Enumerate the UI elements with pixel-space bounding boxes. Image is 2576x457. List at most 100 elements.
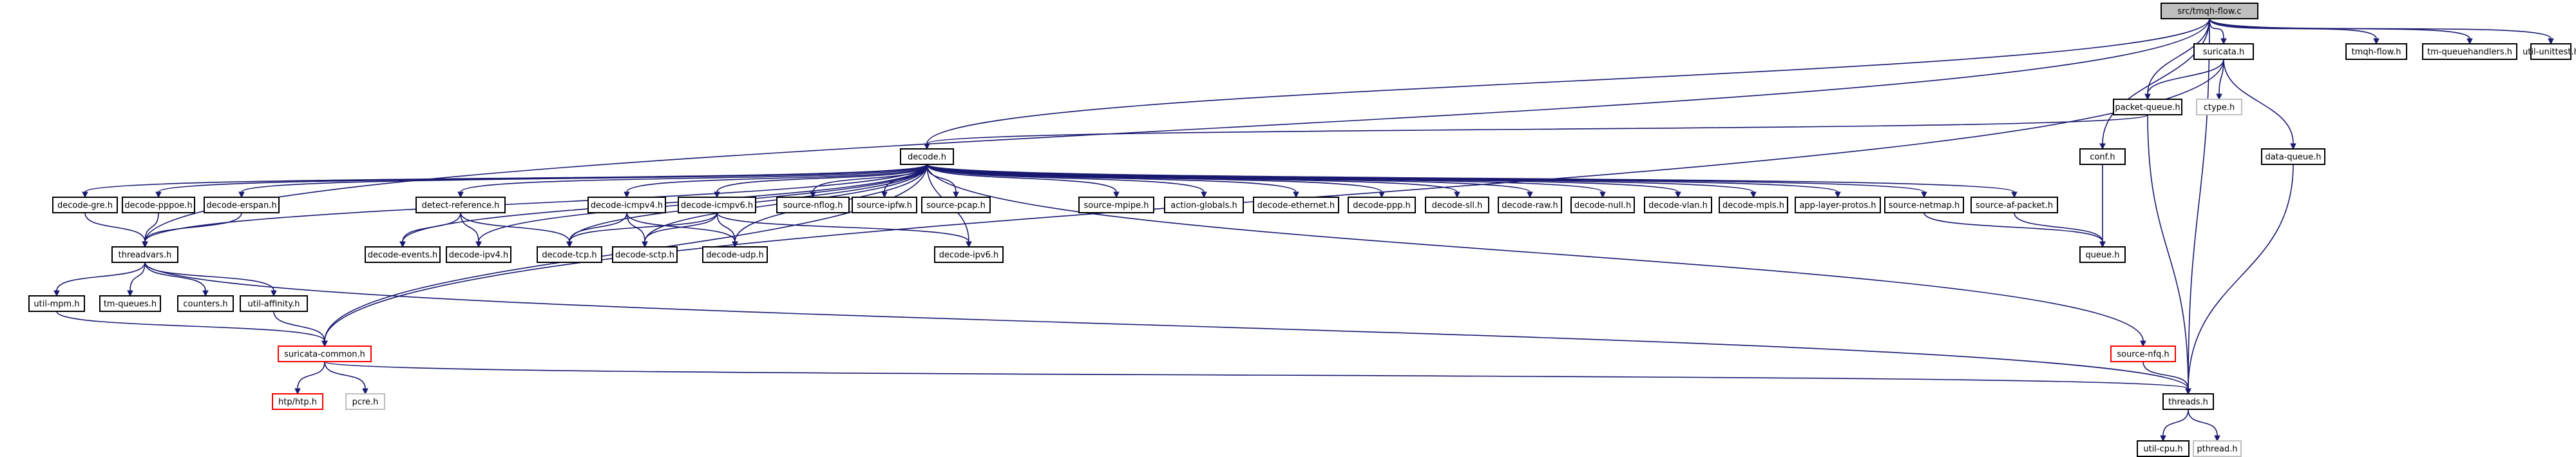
node-box <box>934 246 1004 263</box>
node-suricata-common-h[interactable]: suricata-common.h <box>278 345 372 362</box>
node-counters-h[interactable]: counters.h <box>177 295 234 312</box>
node-label: suricata-common.h <box>284 350 365 360</box>
node-decode-ipv4-h[interactable]: decode-ipv4.h <box>446 246 511 263</box>
edge-arrowhead <box>2185 388 2191 395</box>
node-label: pthread.h <box>2197 445 2237 454</box>
node-box <box>1644 197 1712 213</box>
node-box <box>99 295 161 312</box>
edge-decode_h-to-detect_reference_h <box>457 164 928 199</box>
node-decode-sctp-h[interactable]: decode-sctp.h <box>612 246 678 263</box>
node-box <box>2261 148 2325 165</box>
node-decode-raw-h[interactable]: decode-raw.h <box>1498 197 1562 213</box>
edge-arrowhead <box>2548 38 2554 45</box>
node-decode-udp-h[interactable]: decode-udp.h <box>702 246 768 263</box>
node-label: decode-icmpv4.h <box>591 201 663 211</box>
edge-arrowhead <box>1113 191 1120 199</box>
node-pcre-h[interactable]: pcre.h <box>345 393 385 410</box>
node-label: source-af-packet.h <box>1976 201 2053 211</box>
node-decode-mpls-h[interactable]: decode-mpls.h <box>1719 197 1788 213</box>
node-decode-icmpv6-h[interactable]: decode-icmpv6.h <box>678 197 756 213</box>
node-ctype-h[interactable]: ctype.h <box>2196 99 2242 115</box>
node-decode-events-h[interactable]: decode-events.h <box>365 246 441 263</box>
node-action-globals-h[interactable]: action-globals.h <box>1164 197 1244 213</box>
node-decode-ppp-h[interactable]: decode-ppp.h <box>1348 197 1416 213</box>
edge-decode_h-to-source_af_packet_h <box>926 164 2018 199</box>
node-source-ipfw-h[interactable]: source-ipfw.h <box>852 197 917 213</box>
edge-line <box>144 262 274 291</box>
node-decode-tcp-h[interactable]: decode-tcp.h <box>537 246 602 263</box>
node-decode-pppoe-h[interactable]: decode-pppoe.h <box>122 197 195 213</box>
edge-line <box>129 262 146 291</box>
node-label: util-affinity.h <box>248 300 300 309</box>
node-tm-queuehandlers-h[interactable]: tm-queuehandlers.h <box>2422 43 2517 60</box>
node-source-mpipe-h[interactable]: source-mpipe.h <box>1078 197 1154 213</box>
node-threadvars-h[interactable]: threadvars.h <box>111 246 178 263</box>
node-util-mpm-h[interactable]: util-mpm.h <box>28 295 85 312</box>
node-threads-h[interactable]: threads.h <box>2162 393 2214 410</box>
node-source-pcap-h[interactable]: source-pcap.h <box>921 197 991 213</box>
edge-line <box>144 262 2189 389</box>
node-decode-icmpv4-h[interactable]: decode-icmpv4.h <box>587 197 666 213</box>
edge-line <box>626 164 928 193</box>
edge-line <box>2147 114 2189 389</box>
node-decode-gre-h[interactable]: decode-gre.h <box>52 197 118 213</box>
node-label: decode-ethernet.h <box>1257 201 1335 211</box>
node-conf-h[interactable]: conf.h <box>2079 148 2126 165</box>
node-util-cpu-h[interactable]: util-cpu.h <box>2137 440 2190 457</box>
edge-arrowhead <box>810 191 816 199</box>
node-suricata-h[interactable]: suricata.h <box>2193 43 2254 60</box>
edge-line <box>402 212 461 242</box>
edge-line <box>56 262 146 291</box>
node-source-nfq-h[interactable]: source-nfq.h <box>2110 345 2176 362</box>
node-app-layer-protos-h[interactable]: app-layer-protos.h <box>1795 197 1881 213</box>
node-source-nflog-h[interactable]: source-nflog.h <box>776 197 850 213</box>
edge-arrowhead <box>2099 241 2106 248</box>
node-box <box>2079 246 2126 263</box>
node-packet-queue-h[interactable]: packet-queue.h <box>2113 99 2182 115</box>
edge-line <box>926 164 1382 193</box>
edge-arrowhead <box>2373 38 2380 45</box>
edge-line <box>56 311 325 342</box>
node-box <box>2196 99 2242 115</box>
node-util-unittest-h[interactable]: util-unittest.h <box>2523 43 2576 60</box>
node-decode-ipv6-h[interactable]: decode-ipv6.h <box>934 246 1004 263</box>
node-box <box>1719 197 1788 213</box>
edge-arrowhead <box>82 191 88 199</box>
node-htp-htp-h[interactable]: htp/htp.h <box>272 393 323 410</box>
node-box <box>2161 3 2258 19</box>
node-tmqh-flow-h[interactable]: tmqh-flow.h <box>2345 43 2407 60</box>
node-box <box>2422 43 2517 60</box>
edge-line <box>1923 212 2103 242</box>
node-decode-ethernet-h[interactable]: decode-ethernet.h <box>1253 197 1339 213</box>
node-pthread-h[interactable]: pthread.h <box>2193 440 2242 457</box>
node-box <box>678 197 756 213</box>
node-decode-h[interactable]: decode.h <box>900 148 954 165</box>
edge-source_af_packet_h-to-queue_h <box>2014 212 2106 248</box>
node-label: src/tmqh-flow.c <box>2177 7 2241 17</box>
edge-line <box>144 212 159 242</box>
node-decode-sll-h[interactable]: decode-sll.h <box>1425 197 1489 213</box>
node-decode-vlan-h[interactable]: decode-vlan.h <box>1644 197 1712 213</box>
edge-line <box>926 114 2148 144</box>
node-data-queue-h[interactable]: data-queue.h <box>2261 148 2325 165</box>
node-util-affinity-h[interactable]: util-affinity.h <box>240 295 308 312</box>
node-label: pcre.h <box>352 398 379 407</box>
edge-line <box>324 361 2189 389</box>
edge-line <box>84 212 146 242</box>
edge-line <box>2147 59 2224 95</box>
edge-threads_h-to-pthread_h <box>2188 409 2220 442</box>
node-decode-null-h[interactable]: decode-null.h <box>1570 197 1635 213</box>
node-box <box>2110 345 2176 362</box>
node-root[interactable]: src/tmqh-flow.c <box>2161 3 2258 19</box>
edge-arrowhead <box>321 340 328 347</box>
edge-root-to-tmqh_flow_h <box>2209 18 2380 45</box>
node-source-af-packet-h[interactable]: source-af-packet.h <box>1970 197 2058 213</box>
node-source-netmap-h[interactable]: source-netmap.h <box>1884 197 1964 213</box>
graph-edges <box>53 18 2554 442</box>
edge-arrowhead <box>1750 191 1757 199</box>
node-detect-reference-h[interactable]: detect-reference.h <box>415 197 506 213</box>
node-box <box>776 197 850 213</box>
node-tm-queues-h[interactable]: tm-queues.h <box>99 295 161 312</box>
node-decode-erspan-h[interactable]: decode-erspan.h <box>204 197 280 213</box>
node-queue-h[interactable]: queue.h <box>2079 246 2126 263</box>
